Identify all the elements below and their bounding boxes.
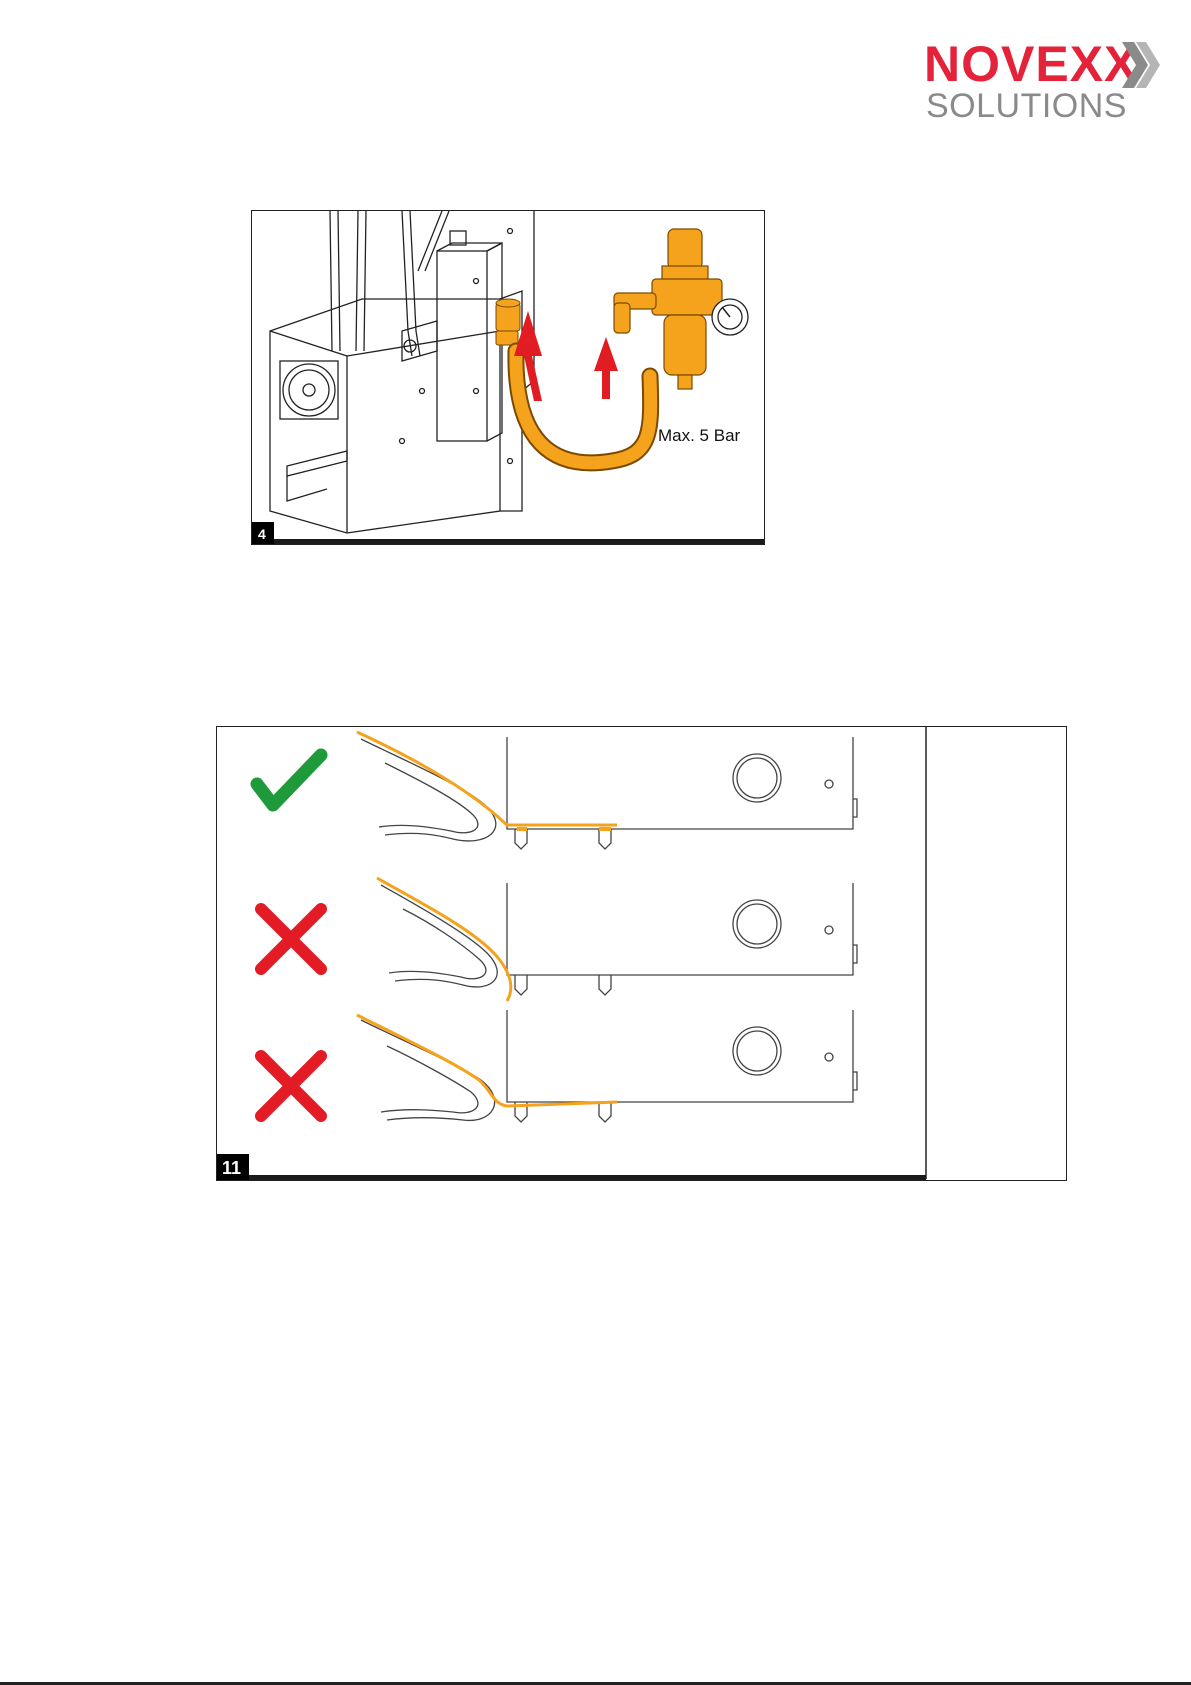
air-connection-illustration	[252, 211, 764, 544]
logo-wordmark: NOVEXX	[924, 38, 1138, 90]
figure-number: 4	[252, 522, 274, 544]
row-correct	[257, 732, 857, 849]
web-routing-illustration	[217, 727, 1066, 1180]
logo-subtitle: SOLUTIONS	[926, 88, 1127, 124]
figure-bottom-bar	[217, 1175, 926, 1180]
figure-bottom-bar	[252, 539, 764, 544]
figure-number: 11	[217, 1154, 249, 1180]
figure-4-air-connection: Max. 5 Bar 4	[251, 210, 765, 545]
figure-11-web-routing: 11	[216, 726, 1067, 1181]
max-pressure-label: Max. 5 Bar	[658, 426, 740, 446]
logo-chevron-icon	[1122, 42, 1162, 88]
row-wrong-2	[261, 1010, 857, 1122]
row-wrong-1	[261, 878, 857, 1001]
novexx-logo: NOVEXX SOLUTIONS	[924, 38, 1154, 124]
